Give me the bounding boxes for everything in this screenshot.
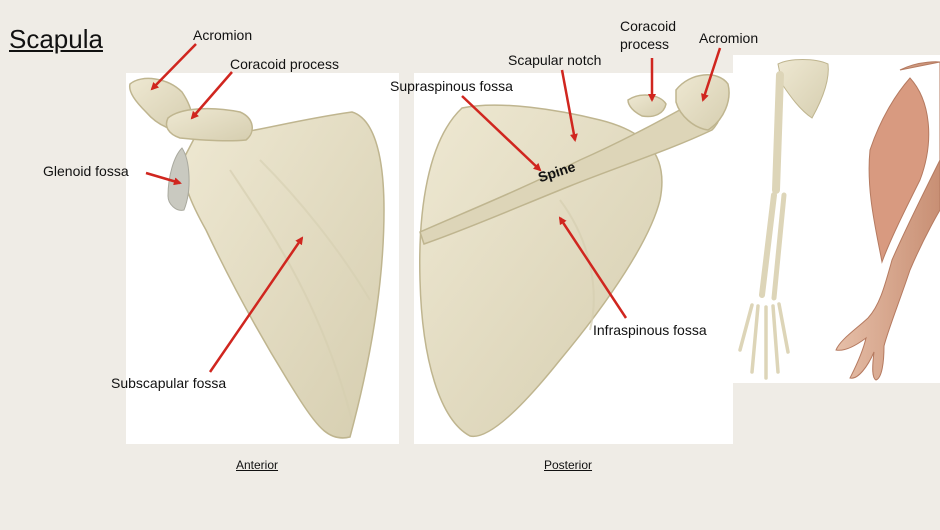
label-glenoid-fossa: Glenoid fossa [43,163,129,179]
arrow-acromion-left [150,43,197,91]
annotation-arrows [145,43,722,373]
arrow-coracoid-left [190,71,233,120]
posterior-acromion [675,74,730,131]
label-scapular-notch: Scapular notch [508,52,602,68]
view-label-posterior: Posterior [544,458,593,472]
label-coracoid-posterior-line2: process [620,36,670,52]
view-label-anterior: Anterior [236,458,279,472]
label-coracoid-process-anterior: Coracoid process [230,56,339,72]
arrow-acromion-right [701,47,722,102]
arrow-subscapular [208,236,304,373]
skeleton-arm [738,59,829,380]
label-subscapular-fossa: Subscapular fossa [111,375,227,391]
label-supraspinous-fossa: Supraspinous fossa [390,78,513,94]
posterior-scapula-body [419,104,663,438]
anterior-coracoid [165,107,253,142]
label-acromion-posterior: Acromion [699,30,759,46]
anterior-scapula-body [182,111,385,439]
muscle-arm [835,61,940,381]
arrow-glenoid [145,171,182,186]
arrow-supraspinous [461,95,542,172]
posterior-coracoid [627,94,667,118]
label-coracoid-posterior-line1: Coracoid [620,18,677,34]
label-infraspinous-fossa: Infraspinous fossa [593,322,707,338]
posterior-scapula [419,74,730,438]
anterior-scapula [128,77,385,439]
label-acromion-anterior: Acromion [193,27,253,43]
arrow-scapular-notch [560,69,578,142]
slide-title: Scapula [9,24,103,54]
arrow-infraspinous [558,216,628,319]
